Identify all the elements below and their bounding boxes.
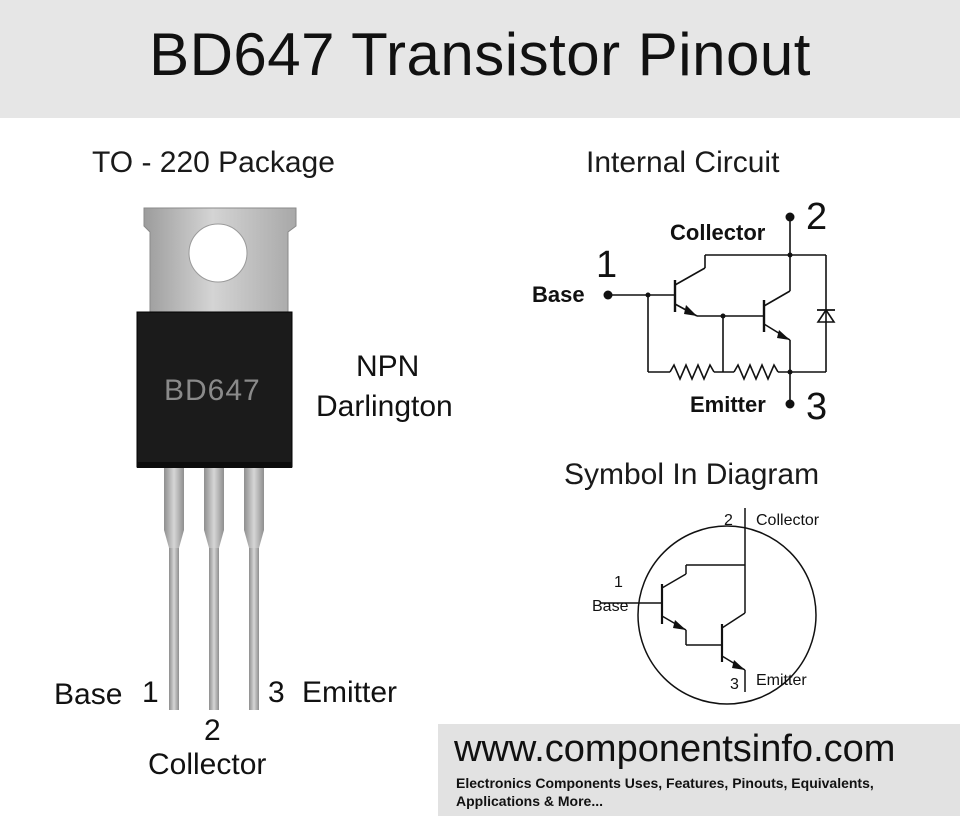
ic-pin-1-number: 1 — [596, 244, 618, 286]
pin-collector-label: Collector — [148, 748, 267, 781]
mounting-hole — [188, 223, 248, 283]
sym-pin-1-number: 1 — [614, 574, 623, 591]
internal-circuit-heading: Internal Circuit — [586, 146, 780, 179]
package-heading: TO - 220 Package — [92, 146, 335, 179]
device-type-darlington: Darlington — [316, 390, 453, 423]
ic-pin-2-number: 2 — [806, 196, 828, 238]
footer-tagline: Electronics Components Uses, Features, P… — [456, 775, 874, 809]
header-banner — [0, 0, 960, 118]
protection-diode — [816, 308, 836, 323]
sym-pin-3-number: 3 — [730, 676, 739, 693]
pin-1-number: 1 — [142, 676, 159, 709]
leg-3 — [249, 548, 259, 710]
ic-pin-collector-label: Collector — [670, 220, 766, 245]
package-body — [136, 311, 293, 468]
pin-emitter-label: Emitter — [302, 676, 398, 709]
leg-1 — [169, 548, 179, 710]
sym-pin-emitter-label: Emitter — [756, 672, 807, 689]
footer-website-link[interactable]: www.componentsinfo.com — [454, 728, 896, 770]
leg-2-shoulder — [204, 468, 224, 530]
leg-1-shoulder — [164, 468, 184, 530]
sym-pin-base-label: Base — [592, 598, 629, 615]
ic-pin-3-number: 3 — [806, 386, 828, 428]
pin-2-number: 2 — [204, 714, 221, 747]
leg-2 — [209, 548, 219, 710]
sym-pin-2-number: 2 — [724, 512, 733, 529]
ic-pin-emitter-label: Emitter — [690, 392, 766, 417]
pin-3-number: 3 — [268, 676, 285, 709]
symbol-circle — [637, 525, 817, 705]
pin-base-label: Base — [54, 678, 123, 711]
device-type-npn: NPN — [356, 350, 420, 383]
footer-banner: www.componentsinfo.com Electronics Compo… — [438, 724, 960, 816]
ic-pin-base-label: Base — [532, 282, 585, 307]
page-title: BD647 Transistor Pinout — [149, 21, 811, 88]
leg-3-shoulder — [244, 468, 264, 530]
symbol-heading: Symbol In Diagram — [564, 458, 820, 491]
package-marking: BD647 — [164, 374, 261, 407]
sym-pin-collector-label: Collector — [756, 512, 820, 529]
